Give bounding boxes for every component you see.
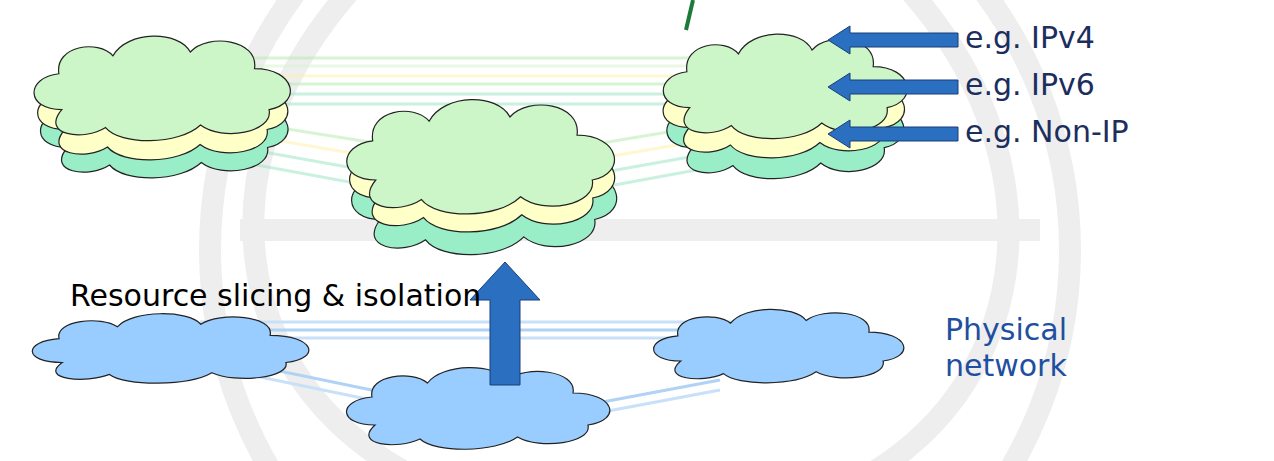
protocol-label: e.g. IPv4: [965, 20, 1265, 56]
pointer-arrow: [828, 26, 958, 148]
physical-network-cloud: [32, 309, 904, 449]
virtual-network-stack: [34, 36, 290, 178]
virtual-network-stack: [347, 100, 617, 255]
network-label: Physical network: [945, 312, 1135, 384]
process-label: Resource slicing & isolation: [70, 278, 590, 314]
virtual-network-stack: [663, 34, 907, 179]
watermark: [210, 0, 1070, 461]
protocol-label: e.g. Non-IP: [965, 114, 1265, 150]
protocol-label: e.g. IPv6: [965, 67, 1265, 103]
text-fragment: [686, 0, 693, 30]
